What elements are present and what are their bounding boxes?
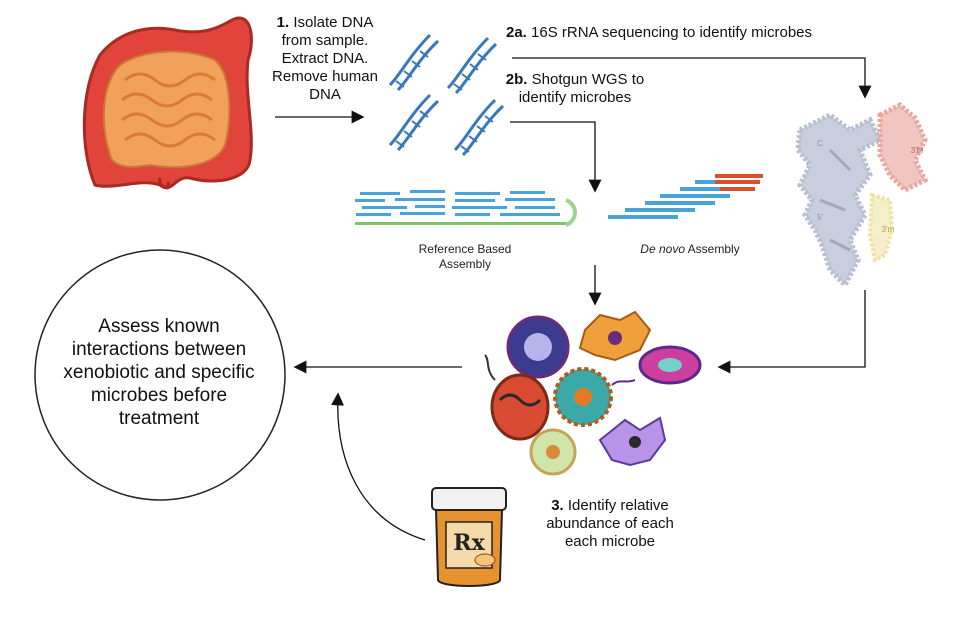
rrna-structure-illustration [795, 102, 929, 290]
denovo-assembly-label: De novo Assembly [640, 242, 740, 256]
dna-helix-group [388, 33, 505, 157]
microbes-illustration [484, 310, 702, 476]
pill-bottle-illustration [431, 487, 507, 587]
dna-helix-icon [388, 33, 440, 92]
arrow-step2b [510, 121, 602, 193]
flow-arrows [275, 57, 872, 541]
arrow-step2a [512, 57, 872, 99]
rrna-three-prime-label: 3'm [881, 225, 895, 234]
dna-helix-icon [388, 93, 440, 152]
rrna-five-prime-label: 5' [817, 213, 823, 222]
reference-assembly-label: Reference Based Assembly [418, 242, 512, 271]
rrna-three-prime-m-label: 3'M [910, 146, 924, 155]
denovo-assembly-reads [608, 174, 763, 219]
rrna-c-label: C [817, 139, 823, 148]
arrow-rrna-to-microbes [717, 290, 866, 374]
step2b-label: 2b. Shotgun WGS to identify microbes [505, 71, 645, 106]
arrow-bottle-to-outcome [331, 392, 426, 541]
reference-assembly-reads [355, 190, 577, 227]
step2a-label: 2a. 16S rRNA sequencing to identify micr… [506, 24, 813, 41]
outcome-text: Assess known interactions between xenobi… [63, 316, 255, 429]
rx-symbol: Rx [453, 530, 485, 556]
outcome-circle [34, 249, 286, 501]
step1-label: 1. Isolate DNA from sample. Extract DNA.… [272, 14, 378, 103]
intestine-illustration [82, 16, 253, 190]
dna-helix-icon [453, 98, 505, 157]
step3-label: 3. Identify relative abundance of each e… [546, 497, 674, 550]
dna-helix-icon [446, 36, 498, 95]
